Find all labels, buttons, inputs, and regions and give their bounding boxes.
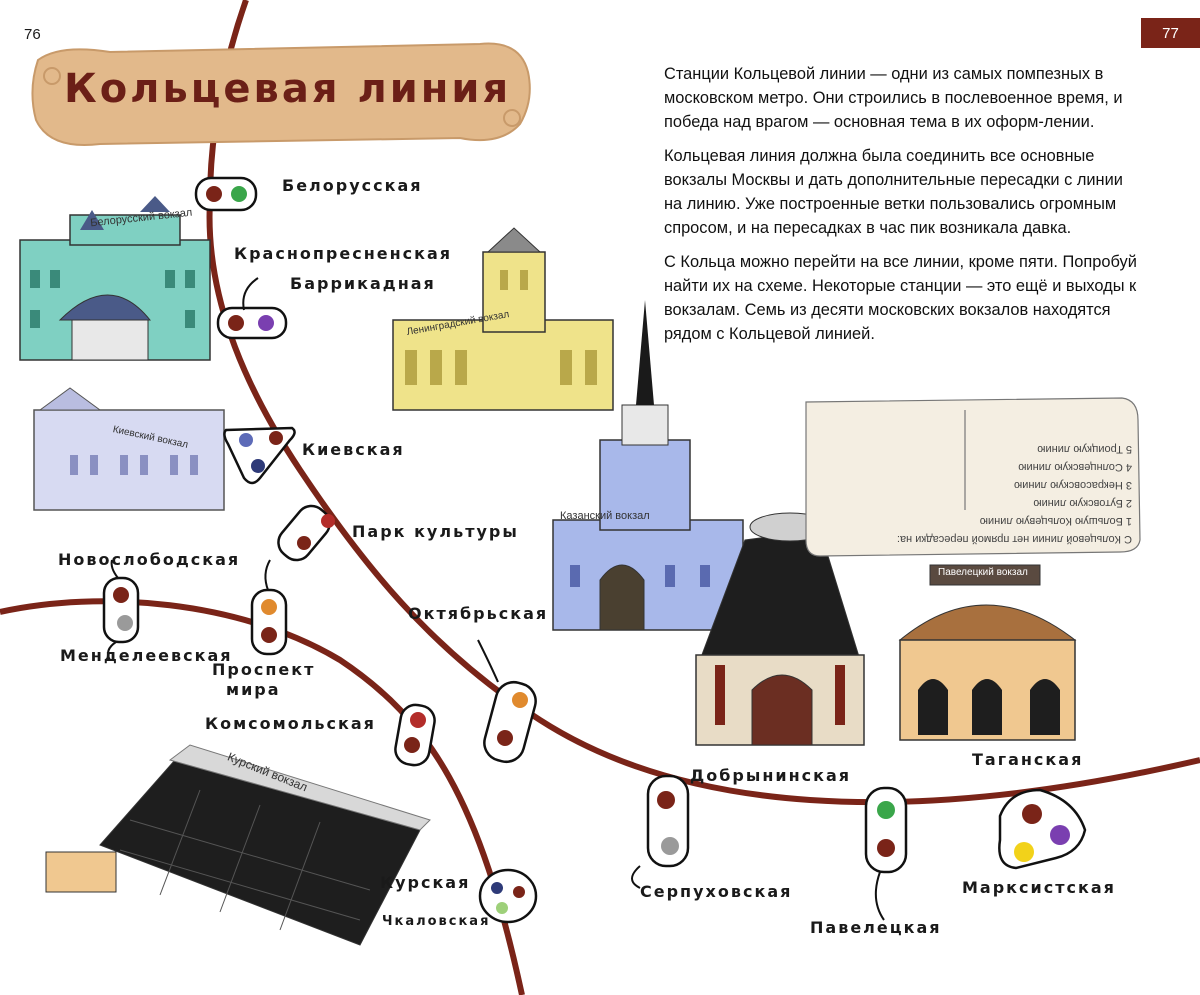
- paragraph-1: Станции Кольцевой линии — одни из самых …: [664, 65, 1123, 131]
- station-label-kurskaya: Курская: [380, 873, 471, 892]
- marker-novoslobodskaya: [102, 576, 140, 644]
- leningradsky-station-building: [392, 227, 614, 411]
- station-label-krasnopresnenskaya: Краснопресненская: [234, 244, 453, 263]
- marker-prospekt-mira: [250, 588, 288, 656]
- note-mirrored-text: С Кольцевой линии нет прямой пересадки н…: [812, 408, 1132, 548]
- station-label-dobryninskaya: Добрынинская: [690, 766, 852, 785]
- building-label-paveletsky: Павелецкий вокзал: [938, 567, 1028, 578]
- kursky-station-building: [45, 744, 431, 946]
- intro-text: Станции Кольцевой линии — одни из самых …: [664, 62, 1144, 356]
- note-item-2: 2 Бутовскую линию: [1033, 497, 1132, 509]
- marker-paveletskaya: [864, 786, 908, 874]
- paragraph-2: Кольцевая линия должна была соединить вс…: [664, 147, 1123, 237]
- station-label-prospekt-mira-line1: Проспект: [212, 660, 316, 679]
- page-number-right: 77: [1141, 18, 1200, 48]
- note-heading: С Кольцевой линии нет прямой пересадки н…: [896, 533, 1132, 545]
- marker-marksistskaya: [998, 788, 1087, 870]
- title-banner: [31, 42, 531, 146]
- station-label-prospekt-mira-line2: мира: [226, 680, 281, 699]
- note-item-3: 3 Некрасовскую линию: [1013, 479, 1132, 491]
- note-item-1: 1 Большую Кольцевую линию: [979, 515, 1132, 527]
- page-title: Кольцевая линия: [64, 66, 512, 112]
- building-label-kazansky: Казанский вокзал: [560, 510, 650, 522]
- station-label-chkalovskaya: Чкаловская: [382, 914, 491, 929]
- kazansky-station-building: [552, 300, 744, 631]
- station-label-barrikadnaya: Баррикадная: [290, 274, 436, 293]
- marker-park-kultury: [277, 504, 335, 562]
- paveletsky-station-building: [898, 564, 1077, 741]
- marker-kievskaya: [223, 426, 296, 485]
- paragraph-3: С Кольца можно перейти на все линии, кро…: [664, 253, 1137, 343]
- station-label-komsomolskaya: Комсомольская: [205, 714, 376, 733]
- belorussky-station-building: [19, 196, 211, 361]
- station-label-paveletskaya: Павелецкая: [810, 918, 942, 937]
- station-label-oktyabrskaya: Октябрьская: [408, 604, 549, 623]
- station-label-marksistskaya: Марксистская: [962, 878, 1116, 897]
- station-label-novoslobodskaya: Новослободская: [58, 550, 241, 569]
- station-label-park-kultury: Парк культуры: [352, 522, 519, 541]
- marker-komsomolskaya: [394, 703, 436, 767]
- station-label-serpukhovskaya: Серпуховская: [640, 882, 793, 901]
- kievsky-station-building: [33, 387, 225, 511]
- marker-belorusskaya: [194, 176, 258, 212]
- note-item-5: 5 Троицкую линию: [1037, 443, 1132, 455]
- station-label-kievskaya: Киевская: [302, 440, 405, 459]
- marker-oktyabrskaya: [483, 680, 537, 764]
- marker-kurskaya: [478, 868, 538, 924]
- yaroslavsky-station-building: [695, 512, 865, 746]
- station-label-belorusskaya: Белорусская: [282, 176, 423, 195]
- marker-krasnopresnenskaya: [216, 306, 288, 340]
- note-item-4: 4 Солнцевскую линию: [1018, 461, 1132, 473]
- marker-dobryninskaya: [646, 774, 690, 868]
- page-number-left: 76: [24, 26, 41, 43]
- station-label-taganskaya: Таганская: [972, 750, 1084, 769]
- station-label-mendeleevskaya: Менделеевская: [60, 646, 233, 665]
- mirrored-note: [805, 397, 1141, 557]
